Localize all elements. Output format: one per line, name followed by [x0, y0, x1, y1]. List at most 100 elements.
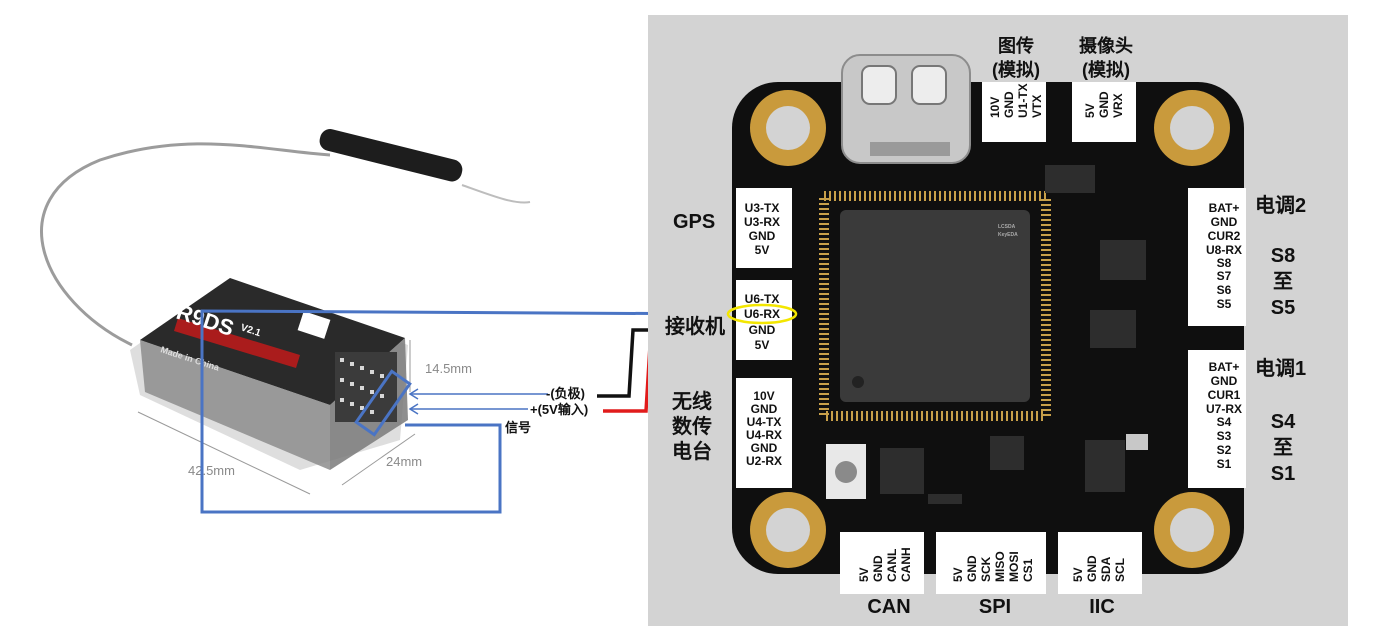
dtx-label-3: 电台: [672, 439, 712, 463]
dtx-label-2: 数传: [672, 414, 712, 438]
svg-text:5V: 5V: [755, 338, 770, 352]
mounting-holes: [750, 90, 1230, 568]
svg-text:S3: S3: [1217, 429, 1232, 443]
svg-text:U6-RX: U6-RX: [744, 307, 780, 321]
svg-text:5V: 5V: [951, 567, 965, 582]
svg-text:MISO: MISO: [993, 551, 1007, 582]
gps-connector: [736, 188, 792, 268]
receiver-label: 接收机: [665, 314, 725, 338]
svg-text:VTX: VTX: [1030, 95, 1044, 118]
svg-text:GND: GND: [1211, 374, 1238, 388]
svg-text:U4-TX: U4-TX: [747, 415, 782, 429]
svg-text:GND: GND: [751, 402, 778, 416]
svg-text:U3-TX: U3-TX: [745, 201, 780, 215]
svg-text:CUR1: CUR1: [1208, 388, 1241, 402]
receiver-red-strip: [174, 318, 300, 368]
can-pins: 5V GND CANL CANH: [857, 547, 913, 582]
svg-text:GND: GND: [1002, 91, 1016, 118]
vtx-title: 图传: [998, 35, 1034, 56]
svg-text:GND: GND: [1097, 91, 1111, 118]
gps-label: GPS: [673, 211, 715, 233]
svg-text:S6: S6: [1217, 283, 1232, 297]
svg-text:U4-RX: U4-RX: [746, 428, 782, 442]
svg-text:VRX: VRX: [1111, 93, 1125, 118]
svg-text:MOSI: MOSI: [1007, 551, 1021, 582]
svg-text:S8: S8: [1217, 256, 1232, 270]
cam-title: 摄像头: [1079, 35, 1133, 56]
svg-text:GND: GND: [749, 323, 776, 337]
svg-text:BAT+: BAT+: [1209, 360, 1240, 374]
svg-text:10V: 10V: [753, 389, 774, 403]
receiver-front: [140, 340, 330, 470]
svg-text:GND: GND: [965, 555, 979, 582]
svg-text:S5: S5: [1217, 297, 1232, 311]
spi-connector: [936, 532, 1046, 594]
svg-text:U8-RX: U8-RX: [1206, 243, 1242, 257]
svg-text:CANH: CANH: [899, 547, 913, 582]
s4-label: S4: [1271, 411, 1296, 433]
svg-text:U7-RX: U7-RX: [1206, 402, 1242, 416]
signal-label: 信号: [505, 420, 531, 435]
spi-pins: 5V GND SCK MISO MOSI CS1: [951, 551, 1035, 582]
svg-text:5V: 5V: [1071, 567, 1085, 582]
svg-text:LCSDA: LCSDA: [998, 224, 1016, 230]
usb-c-port: [841, 54, 971, 164]
esc1-pins: BAT+ GND CUR1 U7-RX S4 S3 S2 S1: [1206, 360, 1242, 471]
svg-text:GND: GND: [751, 441, 778, 455]
svg-text:U6-TX: U6-TX: [745, 292, 780, 306]
svg-text:CANL: CANL: [885, 549, 899, 582]
u6-rx-highlight: [726, 303, 798, 325]
esc2-label: 电调2: [1255, 194, 1306, 217]
svg-text:SDA: SDA: [1099, 556, 1113, 582]
receiver-connector-highlight: [354, 369, 412, 437]
antenna-sleeve: [319, 129, 463, 182]
vtx-connector: [982, 82, 1046, 142]
rx-pins: U6-TX U6-RX GND 5V: [744, 292, 780, 352]
svg-text:10V: 10V: [988, 97, 1002, 118]
svg-text:U1-TX: U1-TX: [1016, 83, 1030, 118]
svg-text:S2: S2: [1217, 443, 1232, 457]
svg-text:5V: 5V: [755, 243, 770, 257]
pos-label: +(5V输入): [530, 402, 588, 417]
svg-text:BAT+: BAT+: [1209, 201, 1240, 215]
spi-label: SPI: [979, 596, 1011, 618]
svg-text:S7: S7: [1217, 269, 1232, 283]
board-components: [880, 165, 1148, 504]
can-connector: [840, 532, 924, 594]
esc2-connector: [1188, 188, 1246, 326]
height-dim-label: 14.5mm: [425, 361, 472, 376]
svg-text:5V: 5V: [857, 567, 871, 582]
zhi-label-2: 至: [1273, 437, 1293, 459]
cam-sub: (模拟): [1082, 59, 1130, 80]
cam-connector: [1072, 82, 1136, 142]
dtx-connector: [736, 378, 792, 488]
boot-button-cap: [835, 461, 857, 483]
iic-pins: 5V GND SDA SCL: [1071, 555, 1127, 582]
svg-text:GND: GND: [1211, 215, 1238, 229]
s5-label: S5: [1271, 297, 1295, 319]
svg-text:5V: 5V: [1083, 103, 1097, 118]
neg-label: -(负极): [546, 386, 585, 401]
esc2-pins: BAT+ GND CUR2 U8-RX S8 S7 S6 S5: [1206, 201, 1242, 311]
svg-text:SCK: SCK: [979, 556, 993, 582]
length-dim-label: 42.5mm: [188, 463, 235, 478]
receiver-sticker: [297, 311, 331, 339]
svg-text:CS1: CS1: [1021, 558, 1035, 582]
width-dim-label: 24mm: [386, 454, 422, 469]
vtx-pins: 10V GND U1-TX VTX: [988, 83, 1044, 118]
mcu-chip: LCSDA KeyEDA: [819, 191, 1051, 421]
svg-text:S4: S4: [1217, 415, 1232, 429]
signal-wire-box: [200, 309, 736, 514]
pin-arrows: [408, 388, 548, 415]
svg-text:GND: GND: [1085, 555, 1099, 582]
svg-text:CUR2: CUR2: [1208, 229, 1241, 243]
antenna-tip: [461, 184, 531, 204]
s8-label: S8: [1271, 245, 1295, 267]
iic-label: IIC: [1089, 596, 1115, 618]
svg-text:U3-RX: U3-RX: [744, 215, 780, 229]
svg-text:S1: S1: [1217, 457, 1232, 471]
gps-pins: U3-TX U3-RX GND 5V: [744, 201, 780, 257]
cam-pins: 5V GND VRX: [1083, 91, 1125, 118]
zhi-label-1: 至: [1273, 271, 1293, 293]
